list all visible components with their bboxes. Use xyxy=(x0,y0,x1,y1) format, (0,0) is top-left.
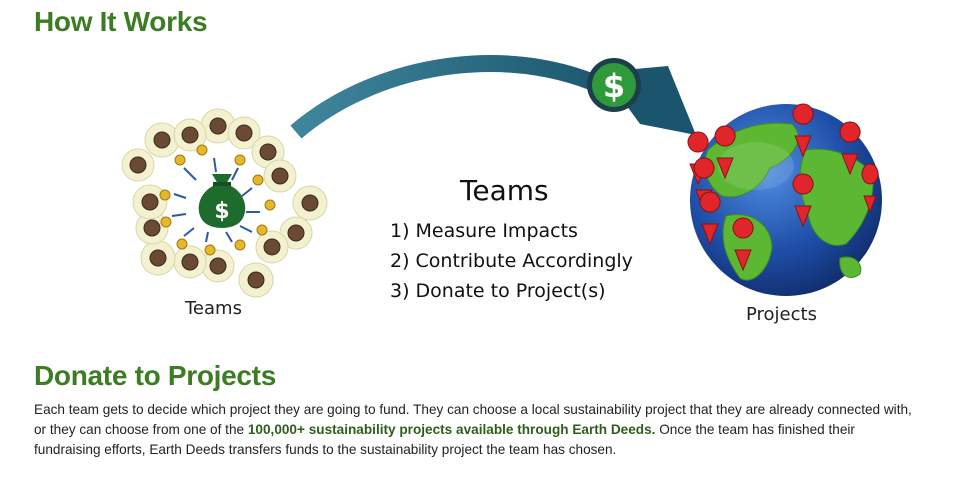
donate-heading: Donate to Projects xyxy=(34,360,276,391)
teams-title: Teams xyxy=(460,174,549,207)
team-member-icon xyxy=(129,117,319,289)
dollar-coin-icon: $ xyxy=(587,58,641,112)
svg-text:$: $ xyxy=(214,199,229,224)
step-measure-impacts: 1) Measure Impacts xyxy=(390,220,578,242)
description-text-2: Once the team has finished their fundrai… xyxy=(34,422,855,457)
projects-label: Projects xyxy=(746,304,817,325)
teams-label: Teams xyxy=(185,298,242,319)
step-donate: 3) Donate to Project(s) xyxy=(390,280,606,302)
description-text-1: Each team gets to decide which project t… xyxy=(34,402,912,437)
step-contribute: 2) Contribute Accordingly xyxy=(390,250,633,272)
how-it-works-heading: How It Works xyxy=(34,6,208,37)
how-it-works-diagram: $ xyxy=(121,55,882,298)
svg-text:$: $ xyxy=(603,67,625,105)
map-pin-icon xyxy=(687,103,879,272)
teams-cluster: $ xyxy=(121,108,328,298)
donate-description: Each team gets to decide which project t… xyxy=(34,400,914,460)
small-coins xyxy=(159,144,276,256)
description-bold: 100,000+ sustainability projects availab… xyxy=(247,422,656,437)
money-bag-icon: $ xyxy=(198,174,246,228)
